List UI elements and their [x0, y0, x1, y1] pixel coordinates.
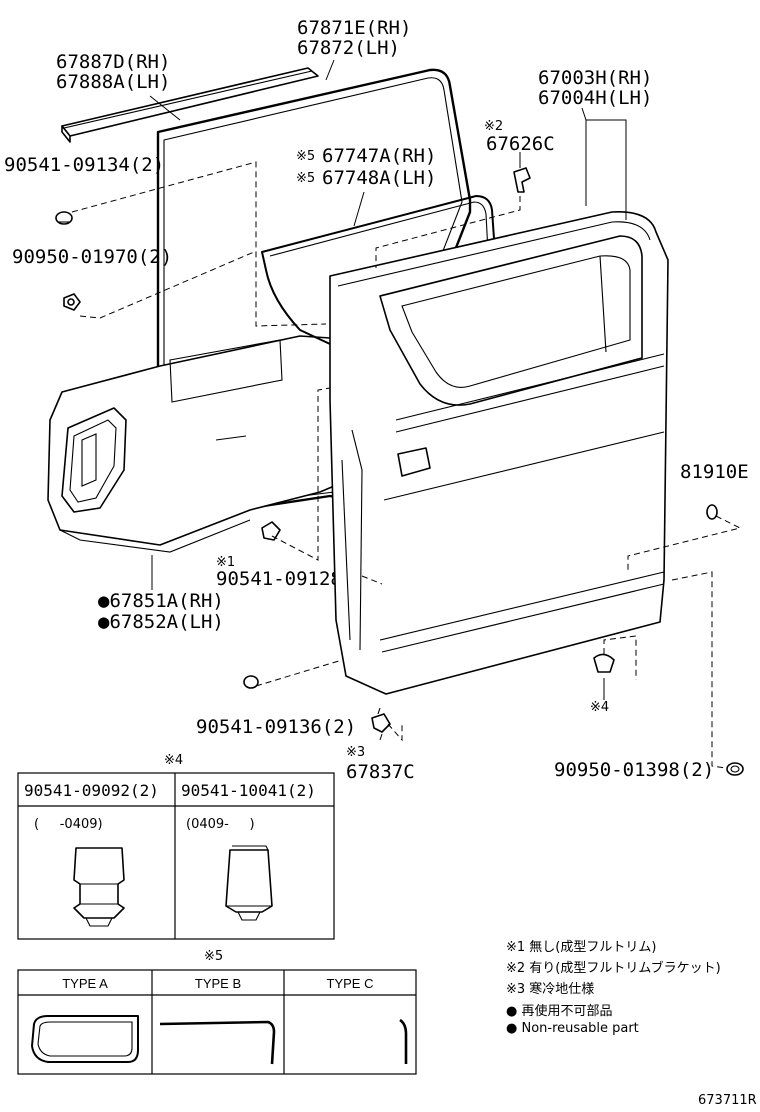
label-67872: 67872(LH)	[297, 37, 400, 59]
label-67871: 67871E(RH)	[297, 17, 411, 39]
drip-molding	[61, 67, 319, 143]
legend-note-1: ※1 無し(成型フルトリム)	[506, 940, 656, 955]
label-90541-09134: 90541-09134(2)	[4, 154, 164, 176]
type-b-shape	[159, 1020, 276, 1065]
mark-90541-09128: ※1	[216, 555, 235, 570]
detail-4-title: ※4	[164, 753, 183, 768]
mark-4-callout: ※4	[590, 700, 609, 715]
mark-67626: ※2	[484, 119, 503, 134]
label-67888: 67888A(LH)	[56, 71, 170, 93]
grommet-81910	[706, 504, 718, 520]
type-a-shape	[31, 1015, 139, 1063]
door-trim-board	[47, 335, 381, 553]
slide-door-panel	[329, 211, 669, 695]
type-a-shape-inner	[37, 1021, 133, 1057]
label-67003: 67003H(RH)	[538, 67, 652, 89]
leader-lines	[71, 59, 742, 769]
mark-67748: ※5	[296, 171, 315, 186]
label-67837: 67837C	[346, 761, 415, 783]
label-67887: 67887D(RH)	[56, 51, 170, 73]
detail-4-col2-range: (0409- )	[186, 817, 255, 832]
label-90541-09136: 90541-09136(2)	[196, 716, 356, 738]
clip-67837	[371, 707, 391, 733]
label-67747: 67747A(RH)	[322, 145, 436, 167]
fastener-90541-09136	[243, 675, 259, 689]
label-81910: 81910E	[680, 461, 749, 483]
detail-box-5: ※5 TYPE A TYPE B TYPE C	[17, 949, 417, 1075]
detail-box-4: ※4 90541-09092(2) 90541-10041(2) ( -0409…	[17, 753, 335, 940]
detail-4-col1-range: ( -0409)	[34, 817, 103, 832]
mark-67747: ※5	[296, 149, 315, 164]
clip-90541-10041-illustration	[225, 845, 273, 921]
bracket-67626	[513, 167, 531, 193]
detail-4-col1-part: 90541-09092(2)	[24, 781, 159, 800]
legend-note-5: ● Non-reusable part	[506, 1021, 639, 1036]
label-67852: ●67852A(LH)	[98, 611, 224, 633]
label-90950-01398: 90950-01398(2)	[554, 759, 714, 781]
detail-4-col2-part: 90541-10041(2)	[181, 781, 316, 800]
type-a-header: TYPE A	[62, 976, 108, 991]
fastener-90541-09128	[261, 521, 281, 541]
clip-90541-09092-illustration	[73, 847, 125, 927]
label-67748: 67748A(LH)	[322, 167, 436, 189]
type-c-shape	[399, 1018, 408, 1064]
fastener-90950-01970	[63, 293, 81, 311]
label-67626: 67626C	[486, 133, 555, 155]
figure-id: 673711R	[698, 1093, 757, 1108]
label-67004: 67004H(LH)	[538, 87, 652, 109]
legend-note-4: ● 再使用不可部品	[506, 1003, 612, 1019]
legend-note-2: ※2 有り(成型フルトリムブラケット)	[506, 960, 721, 976]
detail-5-title: ※5	[204, 949, 223, 964]
fastener-mark4	[593, 653, 615, 673]
fastener-90541-09134	[55, 211, 73, 225]
label-67851: ●67851A(RH)	[98, 590, 224, 612]
label-90541-09128: 90541-09128	[216, 568, 342, 590]
legend-note-3: ※3 寒冷地仕様	[506, 981, 594, 997]
fastener-90950-01398	[726, 762, 744, 776]
type-b-header: TYPE B	[195, 976, 241, 991]
mark-67837: ※3	[346, 745, 365, 760]
type-c-header: TYPE C	[327, 976, 374, 991]
label-90950-01970: 90950-01970(2)	[12, 246, 172, 268]
legend: ※1 無し(成型フルトリム) ※2 有り(成型フルトリムブラケット) ※3 寒冷…	[506, 940, 721, 1036]
